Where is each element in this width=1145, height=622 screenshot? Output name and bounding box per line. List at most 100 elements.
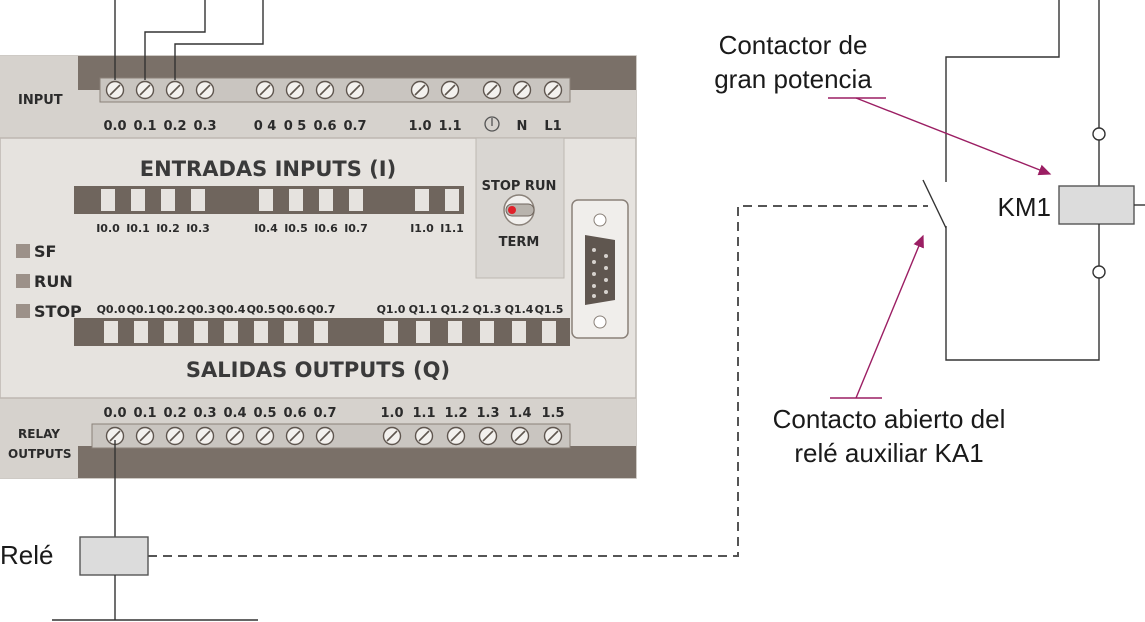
output-led-label: Q0.6 bbox=[277, 303, 306, 316]
open-contact-ka1 bbox=[922, 179, 947, 229]
output-led-window bbox=[134, 321, 148, 343]
output-led-window bbox=[254, 321, 268, 343]
contactor-label-line1: Contactor de bbox=[719, 30, 868, 60]
terminal-screw-icon bbox=[195, 426, 215, 446]
terminal-screw-icon bbox=[165, 426, 185, 446]
output-led-window bbox=[164, 321, 178, 343]
output-led-window bbox=[194, 321, 208, 343]
input-led-windows bbox=[101, 189, 459, 211]
terminal-screw-icon bbox=[195, 80, 215, 100]
input-led-label: I0.6 bbox=[314, 222, 338, 235]
output-led-window bbox=[512, 321, 526, 343]
input-led-window bbox=[319, 189, 333, 211]
output-terminal-screws bbox=[105, 426, 563, 446]
input-led-label: I0.1 bbox=[126, 222, 150, 235]
annotation-pointers bbox=[828, 97, 1052, 399]
terminal-screw-icon bbox=[105, 80, 125, 100]
terminal-screw-icon bbox=[225, 426, 245, 446]
terminal-screw-icon bbox=[135, 80, 155, 100]
input-led-window bbox=[131, 189, 145, 211]
output-led-label: Q0.4 bbox=[217, 303, 246, 316]
output-terminal-label: 1.5 bbox=[541, 406, 564, 421]
input-led-label: I1.0 bbox=[410, 222, 434, 235]
output-terminal-label: 1.3 bbox=[476, 406, 499, 421]
terminal-screw-icon bbox=[510, 426, 530, 446]
run-indicator-icon bbox=[508, 206, 516, 214]
output-led-label: Q0.5 bbox=[247, 303, 276, 316]
input-terminal-label: 0.6 bbox=[313, 119, 336, 134]
output-led-label: Q1.5 bbox=[535, 303, 564, 316]
input-led-label: I0.5 bbox=[284, 222, 308, 235]
input-terminal-label: L1 bbox=[544, 119, 561, 134]
input-terminal-label: 1.0 bbox=[408, 119, 431, 134]
status-led-label: STOP bbox=[34, 302, 82, 321]
terminal-screw-icon bbox=[285, 80, 305, 100]
output-terminal-label: 1.4 bbox=[508, 406, 531, 421]
input-terminal-label: 1.1 bbox=[438, 119, 461, 134]
input-led-window bbox=[349, 189, 363, 211]
output-led-window bbox=[224, 321, 238, 343]
output-terminal-label: 0.2 bbox=[163, 406, 186, 421]
output-led-window bbox=[314, 321, 328, 343]
input-led-window bbox=[289, 189, 303, 211]
terminal-screw-icon bbox=[440, 80, 460, 100]
contact-label-line1: Contacto abierto del bbox=[773, 404, 1006, 434]
terminal-screw-icon bbox=[478, 426, 498, 446]
output-terminal-label: 0.1 bbox=[133, 406, 156, 421]
output-led-label: Q1.0 bbox=[377, 303, 406, 316]
contact-label-line2: relé auxiliar KA1 bbox=[794, 438, 983, 468]
input-terminal-label: N bbox=[517, 119, 528, 134]
input-led-window bbox=[101, 189, 115, 211]
input-terminal-screws bbox=[105, 80, 563, 100]
input-led-label: I0.2 bbox=[156, 222, 180, 235]
terminal-screw-icon bbox=[543, 426, 563, 446]
terminal-screw-icon bbox=[446, 426, 466, 446]
output-led-windows bbox=[104, 321, 556, 343]
output-terminal-label: 0.6 bbox=[283, 406, 306, 421]
input-led-window bbox=[191, 189, 205, 211]
input-terminal-label: 0 5 bbox=[284, 119, 307, 134]
input-section-label: INPUT bbox=[18, 93, 63, 108]
output-terminal-label: 0.0 bbox=[103, 406, 126, 421]
inputs-title: ENTRADAS INPUTS (I) bbox=[140, 157, 396, 181]
status-led-label: SF bbox=[34, 242, 56, 261]
input-led-label: I0.4 bbox=[254, 222, 278, 235]
contactor-label-line2: gran potencia bbox=[714, 64, 872, 94]
led-sf bbox=[16, 244, 30, 258]
rele-label: Relé bbox=[0, 540, 53, 570]
output-led-window bbox=[284, 321, 298, 343]
output-led-window bbox=[542, 321, 556, 343]
input-led-window bbox=[415, 189, 429, 211]
input-led-label: I0.3 bbox=[186, 222, 210, 235]
terminal-screw-icon bbox=[315, 80, 335, 100]
terminal-screw-icon bbox=[345, 80, 365, 100]
terminal-screw-icon bbox=[255, 426, 275, 446]
output-terminal-label: 1.2 bbox=[444, 406, 467, 421]
terminal-screw-icon bbox=[482, 80, 502, 100]
output-led-label: Q0.0 bbox=[97, 303, 126, 316]
output-led-label: Q0.7 bbox=[307, 303, 336, 316]
input-led-window bbox=[259, 189, 273, 211]
db9-connector-icon bbox=[585, 235, 615, 305]
relay-outputs-label-line2: OUTPUTS bbox=[8, 447, 72, 461]
output-terminal-label: 0.3 bbox=[193, 406, 216, 421]
output-terminal-label: 1.0 bbox=[380, 406, 403, 421]
terminal-screw-icon bbox=[512, 80, 532, 100]
input-terminal-label: 0.3 bbox=[193, 119, 216, 134]
switch-term-label: TERM bbox=[499, 235, 540, 250]
mechanical-link-dashed bbox=[148, 205, 928, 557]
power-circuit bbox=[922, 0, 1145, 361]
input-led-window bbox=[161, 189, 175, 211]
terminal-screw-icon bbox=[135, 426, 155, 446]
output-led-window bbox=[448, 321, 462, 343]
terminal-screw-icon bbox=[285, 426, 305, 446]
relay-outputs-label-line1: RELAY bbox=[18, 427, 60, 441]
km1-coil bbox=[1058, 185, 1135, 225]
output-terminal-label: 1.1 bbox=[412, 406, 435, 421]
led-run bbox=[16, 274, 30, 288]
output-terminal-label: 0.4 bbox=[223, 406, 246, 421]
